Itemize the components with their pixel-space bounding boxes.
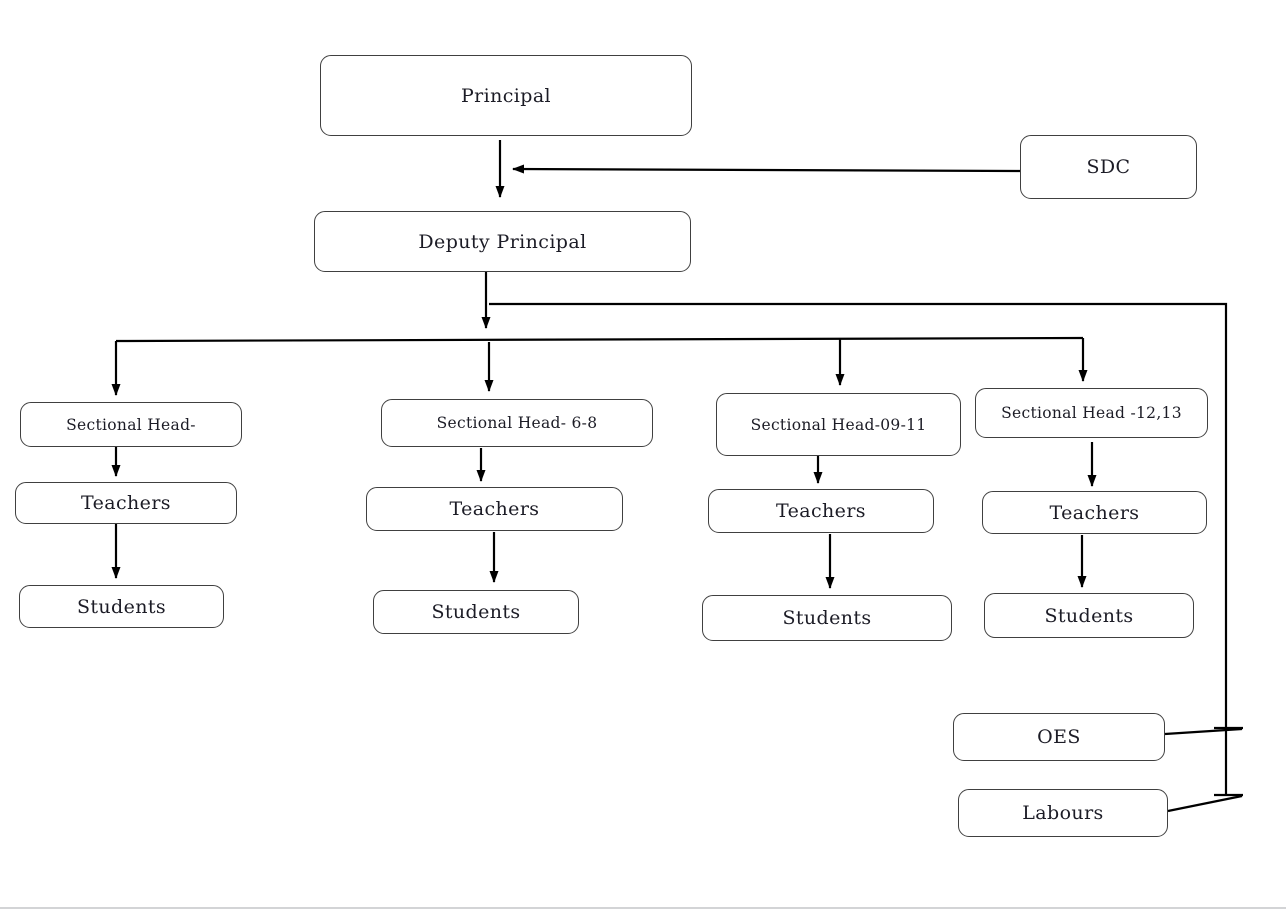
node-teachers-2: Teachers xyxy=(366,487,623,531)
node-students-2: Students xyxy=(373,590,579,634)
page-bottom-border xyxy=(0,907,1286,909)
node-students-1: Students xyxy=(19,585,224,628)
node-teachers-3: Teachers xyxy=(708,489,934,533)
node-sectional-head-primary: Sectional Head- xyxy=(20,402,242,447)
node-teachers-1: Teachers xyxy=(15,482,237,524)
node-principal: Principal xyxy=(320,55,692,136)
node-deputy-principal: Deputy Principal xyxy=(314,211,691,272)
node-students-4: Students xyxy=(984,593,1194,638)
node-sectional-head-09-11: Sectional Head-09-11 xyxy=(716,393,961,456)
node-sectional-head-6-8: Sectional Head- 6-8 xyxy=(381,399,653,447)
node-oes: OES xyxy=(953,713,1165,761)
node-labours: Labours xyxy=(958,789,1168,837)
node-sectional-head-12-13: Sectional Head -12,13 xyxy=(975,388,1208,438)
node-teachers-4: Teachers xyxy=(982,491,1207,534)
node-sdc: SDC xyxy=(1020,135,1197,199)
node-students-3: Students xyxy=(702,595,952,641)
